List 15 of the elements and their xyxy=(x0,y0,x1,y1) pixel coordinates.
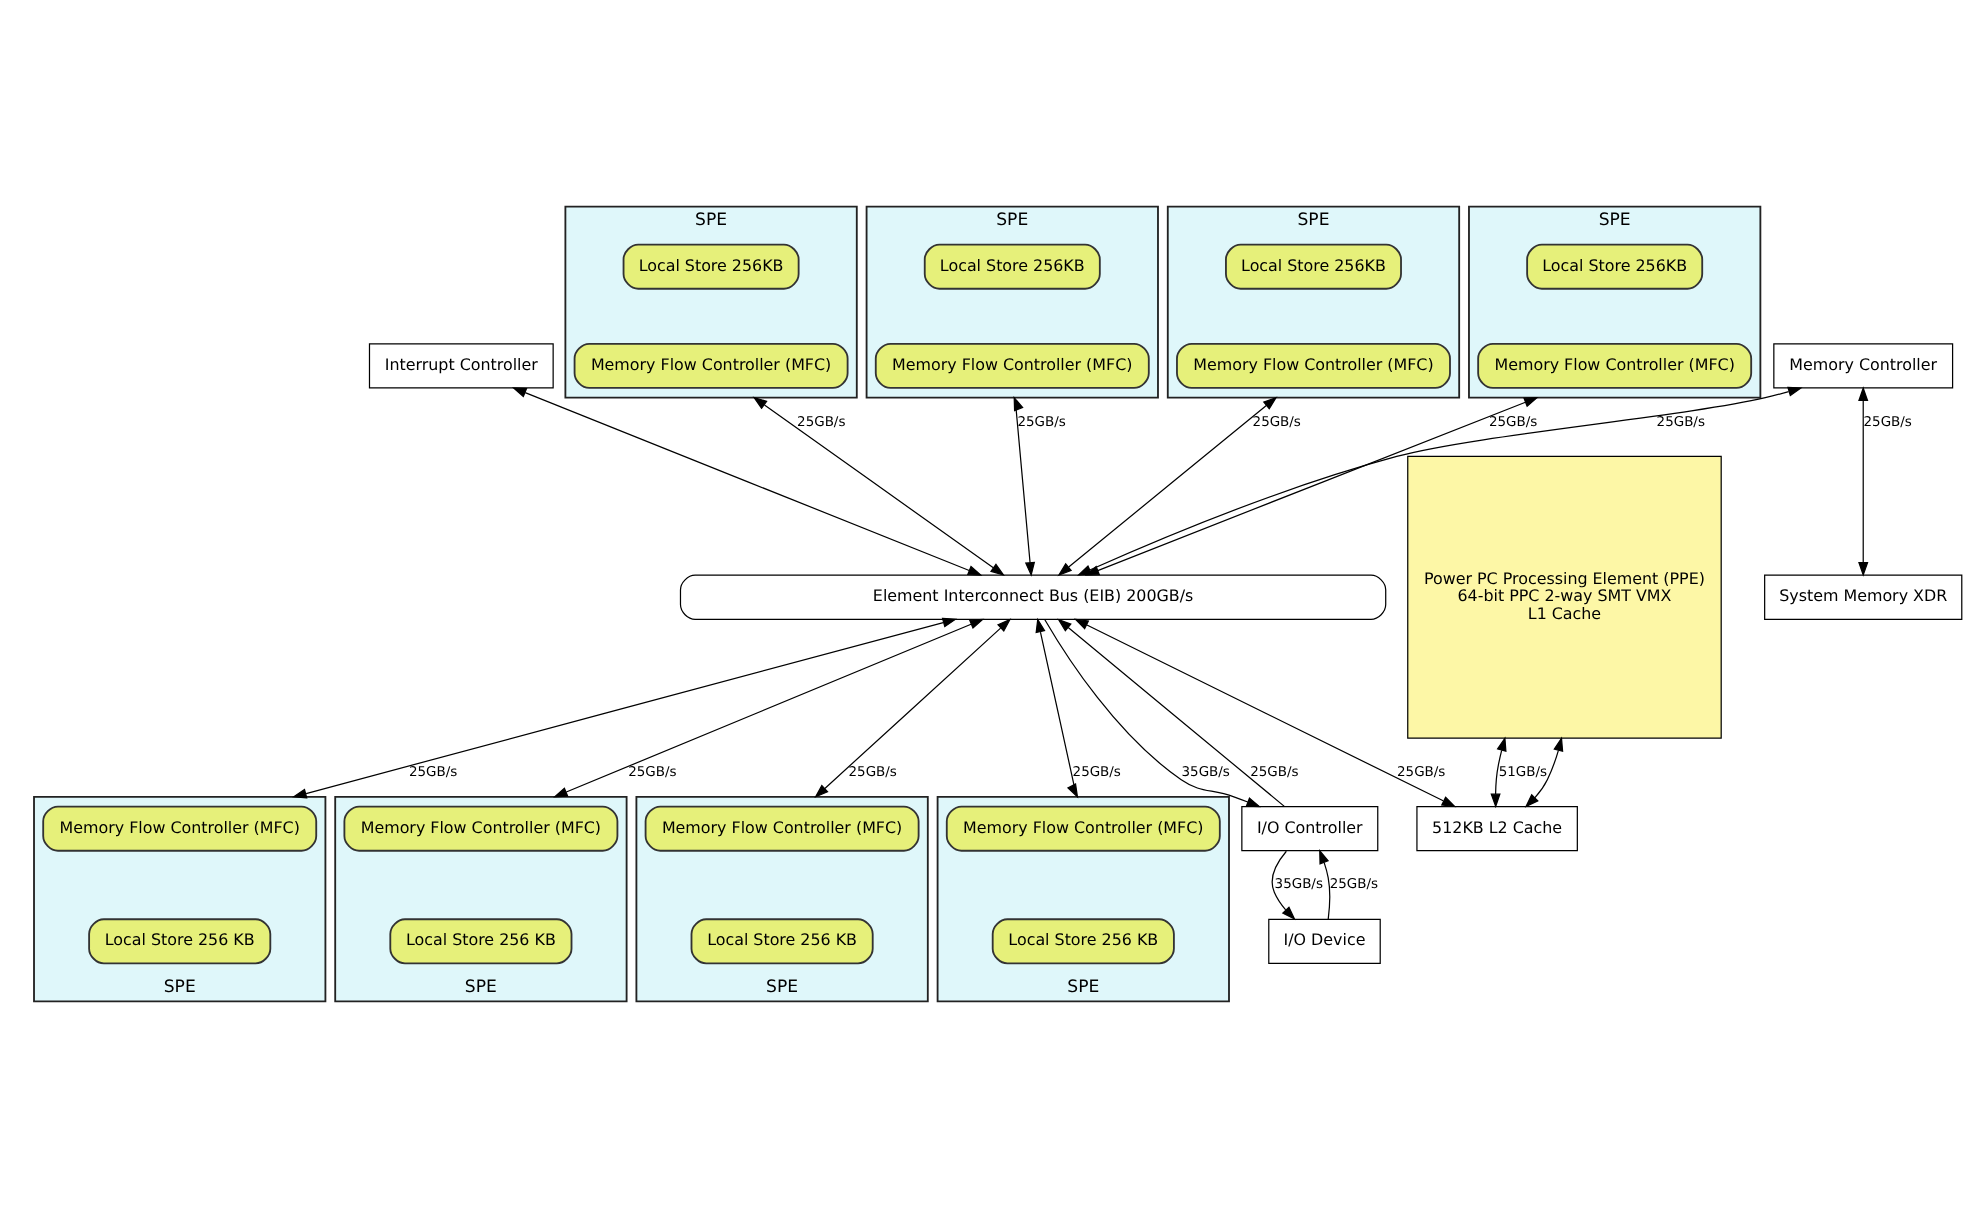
arrow xyxy=(1034,616,1078,798)
arrow xyxy=(1072,617,1456,807)
arrow xyxy=(552,617,984,797)
arrow xyxy=(291,616,957,798)
arrow xyxy=(1857,385,1868,576)
arrow xyxy=(813,617,1011,798)
arrow xyxy=(1043,618,1261,807)
arrow xyxy=(1012,394,1035,576)
arrow xyxy=(510,386,982,575)
arrow xyxy=(1523,735,1563,807)
arrow xyxy=(751,395,1004,576)
arrow xyxy=(1270,849,1295,920)
arrow xyxy=(1056,617,1284,806)
arrow xyxy=(1489,735,1506,808)
arrow xyxy=(1318,848,1330,919)
